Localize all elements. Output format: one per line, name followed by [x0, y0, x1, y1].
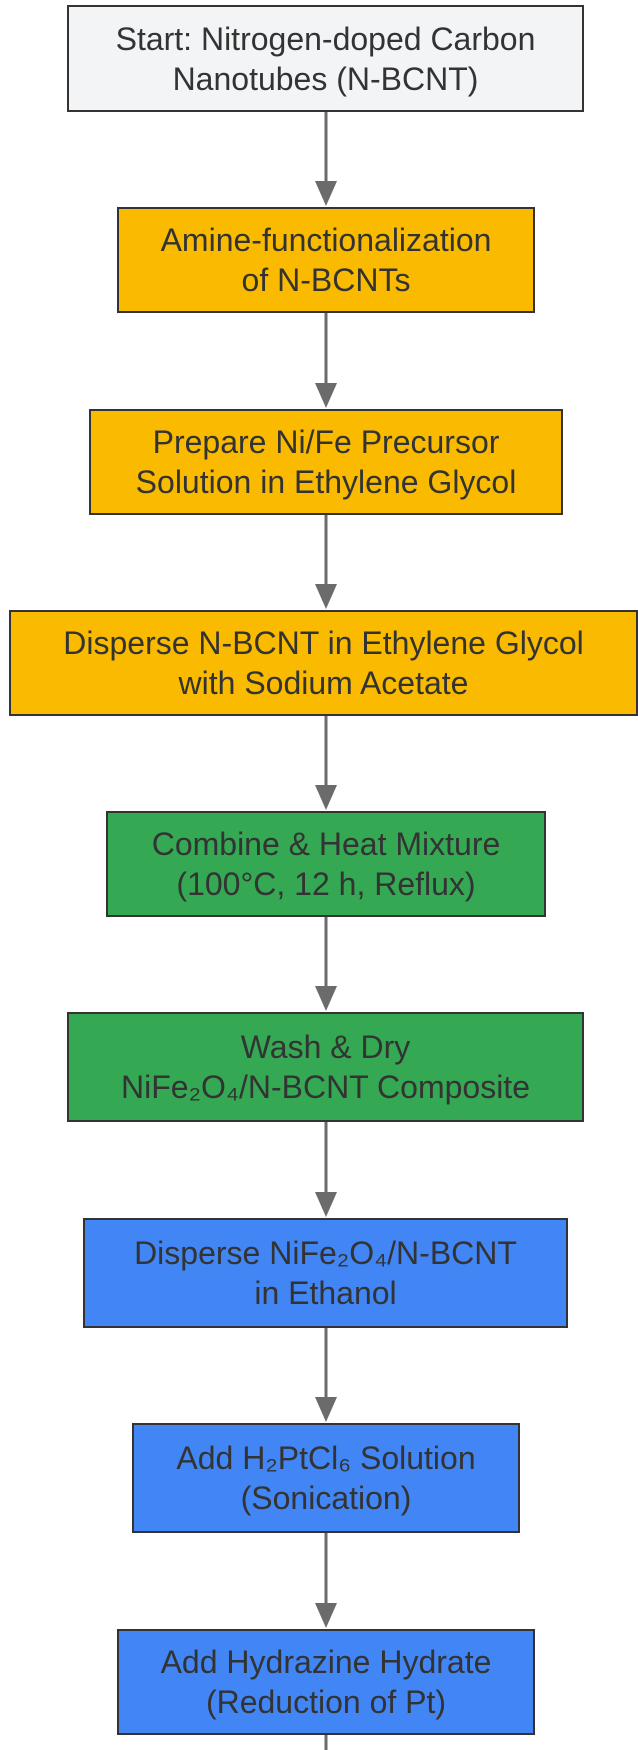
arrowhead-icon	[315, 584, 337, 609]
node-ethanol-line-1: Disperse NiFe₂O₄/N-BCNT	[134, 1235, 517, 1271]
node-add-h2ptcl6: Add H₂PtCl₆ Solution (Sonication)	[132, 1423, 520, 1533]
node-wash-line-2: NiFe₂O₄/N-BCNT Composite	[121, 1069, 530, 1105]
node-prepare-precursor: Prepare Ni/Fe Precursor Solution in Ethy…	[89, 409, 563, 515]
node-start-n-bcnt: Start: Nitrogen-doped Carbon Nanotubes (…	[67, 5, 584, 112]
node-wash-dry: Wash & Dry NiFe₂O₄/N-BCNT Composite	[67, 1012, 584, 1122]
arrowhead-icon	[315, 383, 337, 408]
node-amine-line-1: Amine-functionalization	[160, 222, 492, 258]
arrowhead-icon	[315, 785, 337, 810]
node-precursor-line-1: Prepare Ni/Fe Precursor	[152, 424, 500, 460]
node-disperse-nbcnt-line-1: Disperse N-BCNT in Ethylene Glycol	[63, 625, 584, 661]
node-hydrazine-line-2: (Reduction of Pt)	[205, 1684, 447, 1720]
node-amine-functionalization: Amine-functionalization of N-BCNTs	[117, 207, 535, 313]
arrowhead-icon	[315, 986, 337, 1011]
node-start-line-2: Nanotubes (N-BCNT)	[172, 60, 479, 97]
arrowhead-icon	[315, 1192, 337, 1217]
node-disperse-ethanol: Disperse NiFe₂O₄/N-BCNT in Ethanol	[83, 1218, 568, 1328]
node-combine-line-2: (100°C, 12 h, Reflux)	[176, 866, 476, 902]
arrowhead-icon	[315, 181, 337, 206]
arrowhead-icon	[315, 1603, 337, 1628]
node-amine-line-2: of N-BCNTs	[241, 262, 411, 298]
node-start-line-1: Start: Nitrogen-doped Carbon	[115, 20, 536, 57]
node-disperse-nbcnt: Disperse N-BCNT in Ethylene Glycol with …	[9, 610, 638, 716]
node-wash-line-1: Wash & Dry	[240, 1029, 411, 1065]
node-h2ptcl6-line-1: Add H₂PtCl₆ Solution	[176, 1440, 476, 1476]
node-precursor-line-2: Solution in Ethylene Glycol	[135, 464, 517, 500]
node-ethanol-line-2: in Ethanol	[254, 1275, 397, 1311]
node-hydrazine-line-1: Add Hydrazine Hydrate	[160, 1644, 492, 1680]
node-h2ptcl6-line-2: (Sonication)	[240, 1480, 412, 1516]
node-disperse-nbcnt-line-2: with Sodium Acetate	[178, 665, 469, 701]
node-add-hydrazine: Add Hydrazine Hydrate (Reduction of Pt)	[117, 1629, 535, 1735]
node-combine-heat: Combine & Heat Mixture (100°C, 12 h, Ref…	[106, 811, 546, 917]
node-combine-line-1: Combine & Heat Mixture	[151, 826, 501, 862]
arrowhead-icon	[315, 1397, 337, 1422]
